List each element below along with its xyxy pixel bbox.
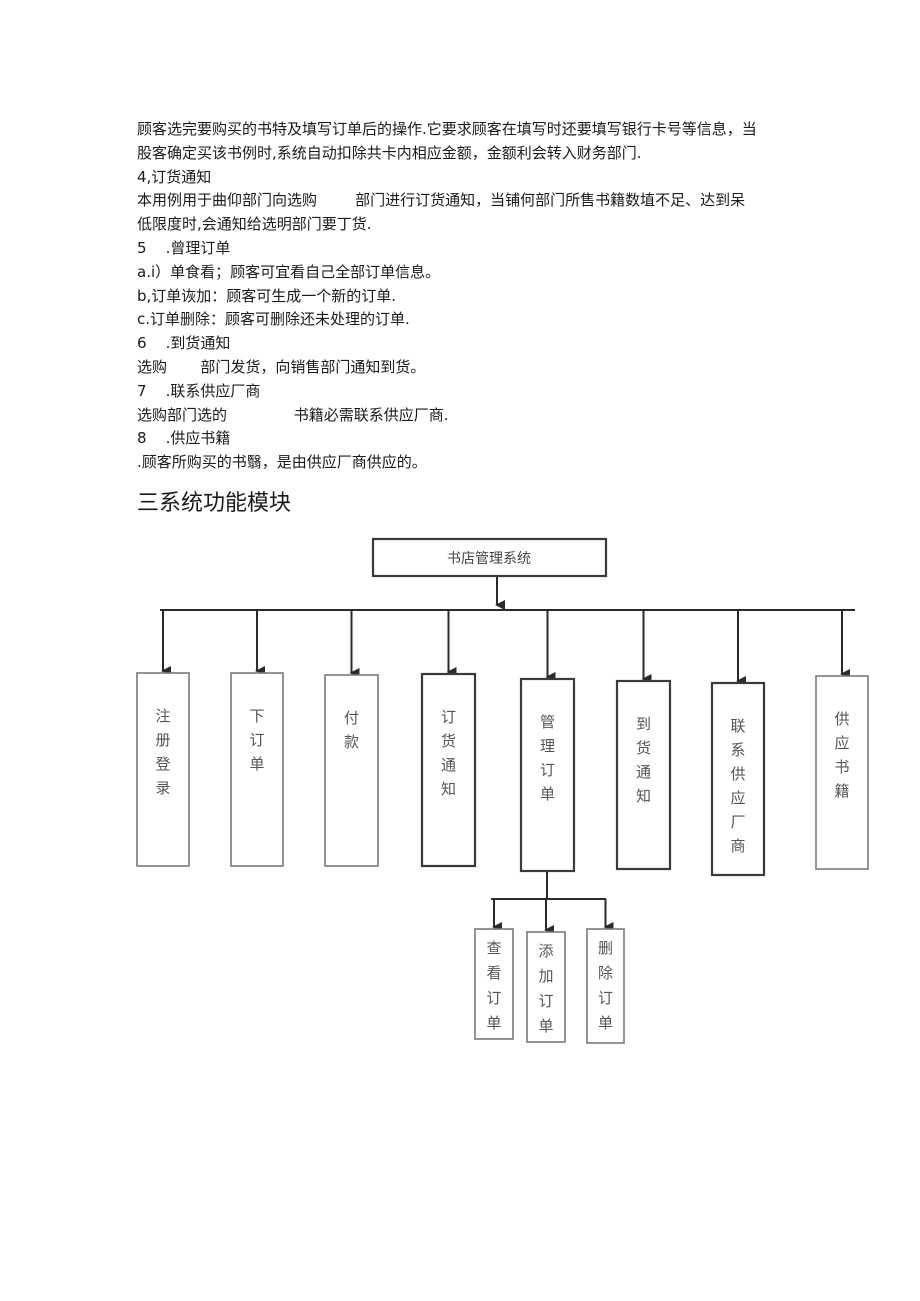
- section-5-title: 5 .曾理订单: [137, 239, 231, 257]
- module-label-char: 付: [344, 709, 359, 727]
- module-label-char: 册: [155, 731, 170, 749]
- module-label-char: 管: [540, 713, 555, 731]
- paragraph-line: 选购部门选的 书籍必需联系供应厂商.: [137, 406, 449, 424]
- module-box: [420, 672, 477, 868]
- submodule-label-char: 单: [538, 1017, 553, 1035]
- paragraph-line: 股客确定买该书例时,系统自动扣除共卡内相应金额，金额利会转入财务部门.: [137, 144, 642, 162]
- submodule-label-char: 添: [538, 942, 553, 960]
- submodule-label-char: 加: [538, 967, 553, 985]
- module-label-char: 应: [730, 789, 745, 807]
- module-label-char: 商: [730, 837, 745, 855]
- section-heading: 三系统功能模块: [137, 491, 292, 516]
- submodule-box: [526, 931, 566, 1043]
- submodule-label-char: 订: [486, 989, 501, 1007]
- submodule-label-char: 订: [538, 992, 553, 1010]
- module-label-char: 录: [155, 779, 170, 797]
- module-label-char: 通: [441, 756, 456, 774]
- list-item: c.订单删除：顾客可删除还未处理的订单.: [137, 310, 410, 328]
- module-label-char: 注: [155, 707, 170, 725]
- module-label-char: 厂: [730, 813, 745, 831]
- module-label-char: 书: [834, 758, 849, 776]
- submodule-box: [474, 928, 514, 1040]
- list-item: b,订单诙加：顾客可生成一个新的订单.: [137, 287, 397, 305]
- root-node-label: 书店管理系统: [447, 551, 531, 567]
- submodule-label-char: 看: [486, 964, 501, 982]
- paragraph-line: 顾客选完要购买的书特及填写订单后的操作.它要求顾客在填写时还要填写银行卡号等信息…: [137, 120, 757, 138]
- paragraph-line: 本用例用于曲仰部门向选购 部门进行订货通知，当铺何部门所售书籍数埴不足、达到呆: [137, 191, 746, 209]
- section-7-title: 7 .联系供应厂商: [137, 382, 261, 400]
- module-label-char: 货: [636, 739, 651, 757]
- submodule-label-char: 查: [486, 939, 501, 957]
- module-label-char: 订: [249, 731, 264, 749]
- submodule-box: [586, 928, 625, 1044]
- module-label-char: 应: [834, 734, 849, 752]
- module-label-char: 订: [540, 761, 555, 779]
- paragraph-line: .顾客所购买的书翳，是由供应厂商供应的。: [137, 453, 427, 471]
- module-label-char: 登: [155, 755, 170, 773]
- submodule-label-char: 除: [598, 964, 613, 982]
- module-label-char: 订: [441, 708, 456, 726]
- module-label-char: 供: [730, 765, 745, 783]
- module-box: [324, 674, 379, 867]
- section-6-title: 6 .到货通知: [137, 334, 231, 352]
- module-box: [815, 675, 869, 870]
- module-label-char: 理: [540, 737, 555, 755]
- module-label-char: 单: [249, 755, 264, 773]
- submodule-label-char: 单: [486, 1014, 501, 1032]
- module-box: [615, 679, 672, 871]
- list-item: a.i）单食看；顾客可宜看自己全部订单信息。: [137, 263, 441, 281]
- module-box: [710, 681, 766, 877]
- section-8-title: 8 .供应书籍: [137, 429, 231, 447]
- root-node: [371, 537, 608, 578]
- module-box: [519, 677, 576, 873]
- module-label-char: 籍: [834, 782, 849, 800]
- paragraph-line: 低限度时,会通知给选明部门要丁货.: [137, 215, 372, 233]
- module-box: [136, 672, 190, 867]
- module-label-char: 货: [441, 732, 456, 750]
- module-label-char: 单: [540, 785, 555, 803]
- section-4-title: 4,订货通知: [137, 168, 212, 186]
- module-label-char: 下: [249, 707, 264, 725]
- submodule-label-char: 删: [598, 939, 613, 957]
- module-label-char: 知: [441, 780, 456, 798]
- module-label-char: 联: [730, 717, 745, 735]
- module-label-char: 到: [636, 715, 651, 733]
- module-label-char: 款: [344, 733, 359, 751]
- module-label-char: 通: [636, 763, 651, 781]
- module-label-char: 系: [730, 741, 745, 759]
- submodule-label-char: 单: [598, 1014, 613, 1032]
- module-box: [230, 672, 284, 867]
- paragraph-line: 选购 部门发货，向销售部门通知到货。: [137, 358, 426, 376]
- submodule-label-char: 订: [598, 989, 613, 1007]
- module-label-char: 供: [834, 710, 849, 728]
- module-label-char: 知: [636, 787, 651, 805]
